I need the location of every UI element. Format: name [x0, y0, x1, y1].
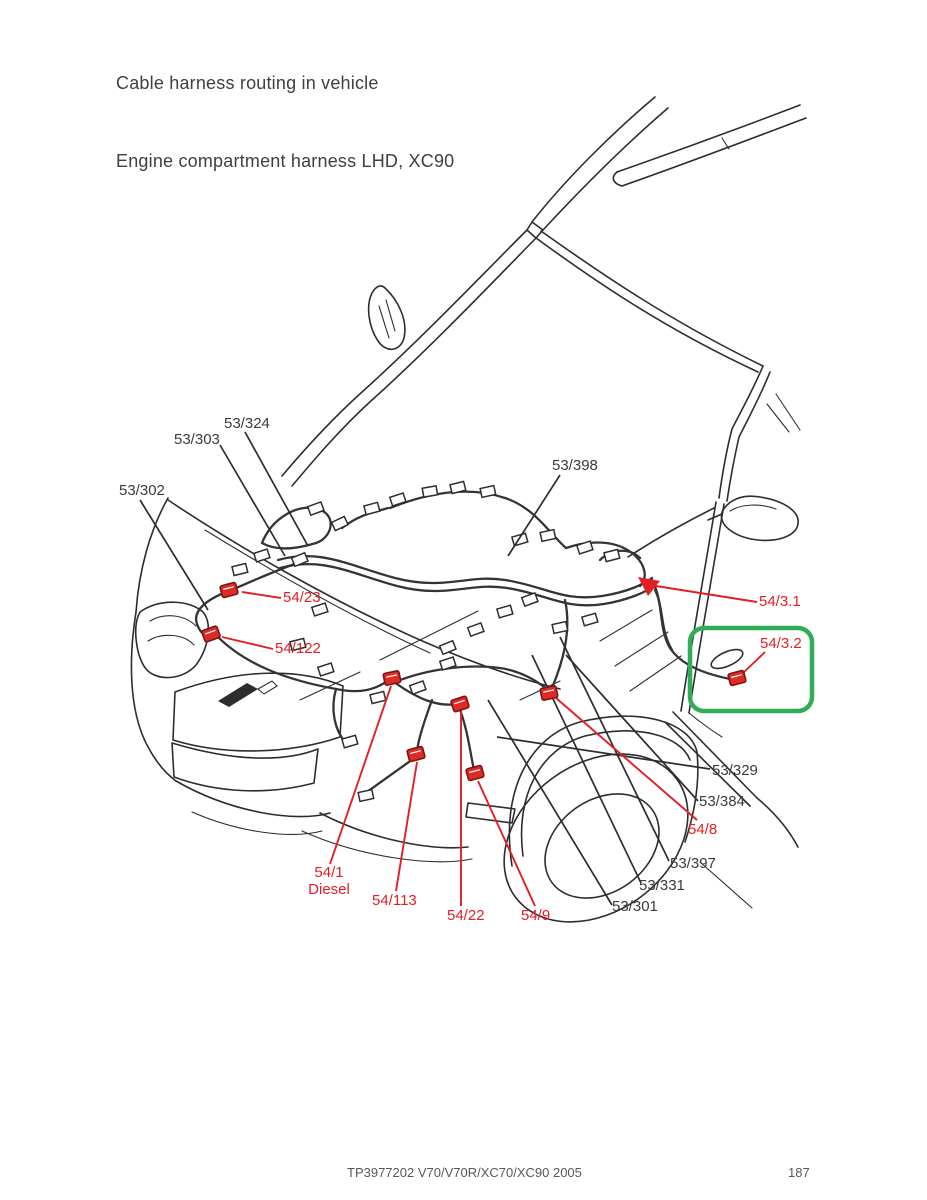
highlight-box-54-3-2	[687, 625, 815, 714]
callout-54-22: 54/22	[447, 907, 485, 924]
callout-54-23: 54/23	[283, 589, 321, 606]
callout-54-1-line2: Diesel	[308, 881, 350, 898]
callout-53-303: 53/303	[174, 431, 220, 448]
document-number: TP3977202 V70/V70R/XC70/XC90 2005	[347, 1165, 582, 1180]
connector-boxes	[231, 480, 621, 803]
callout-54-9: 54/9	[521, 907, 551, 924]
callout-53-397: 53/397	[670, 855, 716, 872]
callout-53-324: 53/324	[224, 415, 270, 432]
callout-54-3-2: 54/3.2	[760, 635, 802, 652]
callout-54-1-line1: 54/1	[314, 864, 344, 881]
black-leader-lines	[139, 431, 711, 906]
page-footer: TP3977202 V70/V70R/XC70/XC90 2005 187	[0, 1165, 927, 1185]
page-title-line1: Cable harness routing in vehicle	[116, 73, 379, 93]
callout-54-113: 54/113	[372, 892, 417, 909]
callout-53-331: 53/331	[639, 877, 685, 894]
callout-53-398: 53/398	[552, 457, 598, 474]
connector-54-3-2	[727, 669, 747, 687]
connector-54-1	[382, 670, 402, 686]
callout-53-302: 53/302	[119, 482, 165, 499]
callout-54-8: 54/8	[688, 821, 718, 838]
callout-54-122: 54/122	[275, 640, 321, 657]
connector-54-23	[219, 581, 239, 599]
page-title: Cable harness routing in vehicle Engine …	[116, 18, 454, 226]
red-leader-lines	[221, 577, 766, 907]
connector-54-8	[539, 685, 559, 701]
red-connectors	[201, 581, 747, 782]
connector-54-113	[406, 745, 426, 763]
connector-54-122	[201, 625, 221, 643]
connector-54-22	[450, 695, 470, 713]
page-title-line2: Engine compartment harness LHD, XC90	[116, 151, 455, 171]
connector-54-9	[465, 764, 485, 782]
page-number: 187	[788, 1165, 810, 1180]
callout-54-3-1: 54/3.1	[759, 593, 801, 610]
callout-54-1-diesel: 54/1 Diesel	[303, 864, 355, 898]
callout-53-301: 53/301	[612, 898, 658, 915]
callout-53-384: 53/384	[699, 793, 745, 810]
car-outline	[130, 96, 807, 923]
callout-53-329: 53/329	[712, 762, 758, 779]
